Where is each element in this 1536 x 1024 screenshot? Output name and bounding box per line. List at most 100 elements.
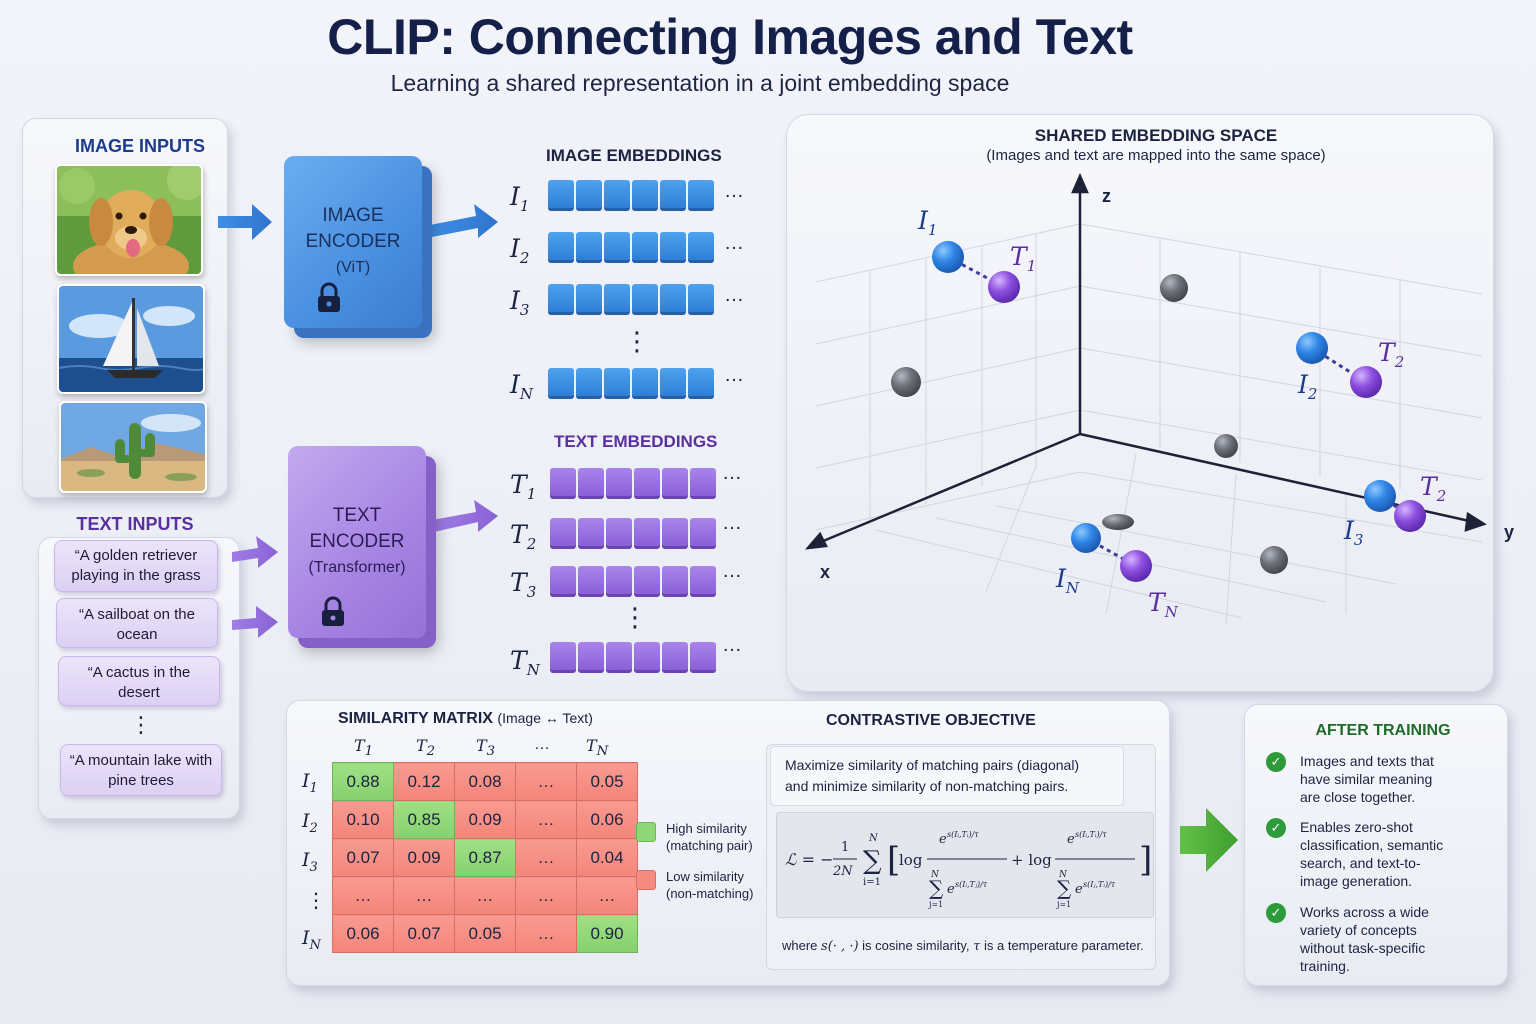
text-embedding-more-3: … bbox=[722, 560, 743, 582]
text-embedding-more-2: … bbox=[722, 512, 743, 534]
matrix-cell: 0.90 bbox=[576, 914, 638, 953]
text-embedding-label-n: TN bbox=[510, 646, 540, 679]
formula-frac-den: 2N bbox=[832, 864, 853, 879]
matrix-cell: 0.88 bbox=[332, 762, 394, 801]
matrix-col-header-3: T3 bbox=[476, 736, 496, 760]
after-training-item-1: ✓ Images and texts that have similar mea… bbox=[1266, 752, 1434, 806]
arrow-encoder-to-text-embeddings bbox=[432, 500, 498, 532]
formula-num-exp-2: s(Iᵢ,Tᵢ)/τ bbox=[1075, 830, 1107, 839]
page-title: CLIP: Connecting Images and Text bbox=[327, 9, 1133, 65]
after-training-panel bbox=[1244, 704, 1508, 986]
text-embedding-more-n: … bbox=[722, 634, 743, 656]
legend-high-text-2: (matching pair) bbox=[666, 838, 753, 853]
matrix-row-header-2: I2 bbox=[302, 810, 318, 836]
where-tau: τ bbox=[973, 939, 981, 954]
arrow-images-to-encoder bbox=[218, 204, 272, 240]
matrix-row-header-4: ⋮ bbox=[306, 890, 326, 912]
image-point-n bbox=[1071, 523, 1101, 553]
formula-e-3: e bbox=[1067, 832, 1075, 847]
legend-low-text-2: (non-matching) bbox=[666, 886, 754, 901]
matrix-cell: 0.07 bbox=[393, 914, 455, 953]
similarity-heading-note: (Image ↔ Text) bbox=[497, 710, 593, 726]
matrix-cell: 0.06 bbox=[332, 914, 394, 953]
after-training-item-3: ✓ Works across a wide variety of concept… bbox=[1266, 903, 1429, 975]
formula-den-exp-1: s(Iᵢ,Tⱼ)/τ bbox=[955, 880, 988, 889]
text-encoder-line1: TEXT bbox=[332, 505, 382, 526]
matrix-col-header-4: … bbox=[534, 736, 550, 753]
svg-text:∑: ∑ bbox=[1057, 876, 1072, 900]
matrix-cell: 0.06 bbox=[576, 800, 638, 839]
formula-frac-num: 1 bbox=[841, 840, 849, 855]
arrow-encoder-to-image-embeddings bbox=[430, 204, 498, 238]
arrow-to-after-training bbox=[1180, 808, 1238, 872]
distractor-point-3 bbox=[1214, 434, 1238, 458]
axis-y-label: y bbox=[1504, 522, 1515, 542]
matrix-row-header-1: I1 bbox=[302, 770, 318, 796]
matrix-col-header-2: T2 bbox=[416, 736, 436, 760]
axis-x-label: x bbox=[820, 562, 831, 582]
matrix-cell: 0.85 bbox=[393, 800, 455, 839]
space-label-t3: T2 bbox=[1420, 472, 1447, 505]
matrix-cell: … bbox=[393, 876, 455, 915]
space-label-i2: I2 bbox=[1298, 370, 1318, 403]
image-embedding-vector-1 bbox=[548, 180, 714, 208]
contrastive-desc-box: Maximize similarity of matching pairs (d… bbox=[770, 746, 1124, 806]
matrix-row-header-n: IN bbox=[302, 927, 321, 953]
image-embedding-vector-2 bbox=[548, 232, 714, 260]
where-text-1: where bbox=[782, 938, 818, 953]
text-embedding-vector-1 bbox=[550, 468, 716, 496]
page-subtitle: Learning a shared representation in a jo… bbox=[390, 70, 1010, 96]
legend-low: Low similarity (non-matching) bbox=[636, 868, 753, 902]
image-embedding-vector-n bbox=[548, 368, 714, 396]
dog-image bbox=[55, 164, 203, 276]
image-embeddings-heading: IMAGE EMBEDDINGS bbox=[546, 146, 722, 165]
image-embedding-more-3: … bbox=[724, 284, 745, 306]
distractor-point-2 bbox=[891, 367, 921, 397]
formula-e-1: e bbox=[939, 832, 947, 847]
matrix-cell: … bbox=[332, 876, 394, 915]
loss-formula: ℒ = − 1 2N N ∑ i=1 [ log e s(Iᵢ,Tᵢ)/τ N … bbox=[776, 812, 1154, 918]
image-embedding-label-3: I3 bbox=[510, 286, 530, 319]
matrix-cell: 0.87 bbox=[454, 838, 516, 877]
where-s-fn: s(· , ·) bbox=[821, 939, 859, 954]
text-inputs-vdots: ⋮ bbox=[130, 712, 152, 737]
image-point-3 bbox=[1364, 480, 1396, 512]
axis-z-label: z bbox=[1102, 186, 1111, 206]
text-input-3: “A cactus in the desert bbox=[87, 664, 191, 701]
where-text-2: is cosine similarity, bbox=[862, 938, 970, 953]
embedding-space-panel bbox=[786, 114, 1494, 692]
after-training-heading: AFTER TRAINING bbox=[1315, 722, 1451, 739]
formula-den-exp-2: s(Iⱼ,Tᵢ)/τ bbox=[1083, 880, 1116, 889]
after-training-item-2: ✓ Enables zero-shot classification, sema… bbox=[1266, 818, 1443, 890]
svg-text:∑: ∑ bbox=[929, 876, 944, 900]
text-embedding-more-1: … bbox=[722, 462, 743, 484]
text-encoder: TEXT ENCODER (Transformer) bbox=[288, 446, 426, 638]
image-embedding-label-n: IN bbox=[510, 370, 534, 403]
text-embedding-vector-n bbox=[550, 642, 716, 670]
matrix-cell: 0.09 bbox=[454, 800, 516, 839]
formula-num-exp-1: s(Iᵢ,Tᵢ)/τ bbox=[947, 830, 979, 839]
image-embedding-more-1: … bbox=[724, 180, 745, 202]
text-embeddings-heading: TEXT EMBEDDINGS bbox=[554, 432, 718, 451]
formula-sum3-bot: j=1 bbox=[1056, 900, 1071, 909]
image-embedding-vdots: ⋮ bbox=[624, 326, 650, 356]
embedding-space-subheading: (Images and text are mapped into the sam… bbox=[986, 147, 1326, 164]
matrix-col-header-1: T1 bbox=[354, 736, 374, 760]
matrix-cell: 0.08 bbox=[454, 762, 516, 801]
text-point-3 bbox=[1394, 500, 1426, 532]
legend-low-swatch bbox=[636, 870, 656, 890]
svg-text:∑: ∑ bbox=[863, 846, 882, 876]
matrix-cell: … bbox=[576, 876, 638, 915]
text-input-4: “A mountain lake with pine trees bbox=[69, 752, 213, 789]
formula-sum2-bot: j=1 bbox=[928, 900, 943, 909]
text-input-card-3: “A cactus in the desert bbox=[58, 656, 220, 706]
arrow-text-to-encoder-2 bbox=[232, 606, 278, 638]
text-embedding-label-1: T1 bbox=[510, 470, 537, 503]
text-point-2 bbox=[1350, 366, 1382, 398]
image-encoder: IMAGE ENCODER (ViT) bbox=[284, 156, 422, 328]
check-icon: ✓ bbox=[1266, 818, 1286, 838]
space-label-tn: TN bbox=[1148, 588, 1178, 621]
